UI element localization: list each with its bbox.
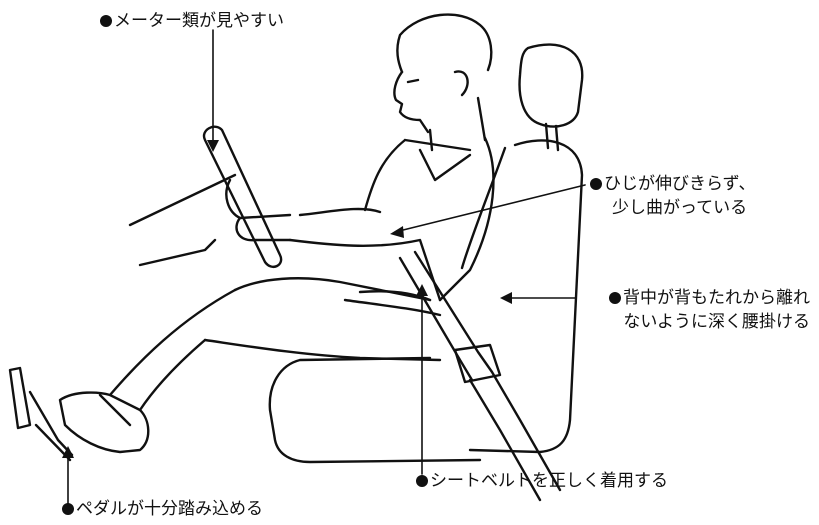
driver-shin <box>108 288 237 412</box>
driver-upper-arm <box>288 207 442 302</box>
callout-elbow-line1: ひじが伸びきらず、 <box>604 174 756 194</box>
bullet-dot <box>416 475 428 487</box>
callout-back-line2: ないように深く腰掛ける <box>623 312 810 332</box>
headrest-posts <box>544 122 560 152</box>
driver-face <box>393 70 430 134</box>
bullet-dot <box>62 503 74 515</box>
driver-pant-hem <box>98 393 132 427</box>
callout-elbow: ひじが伸びきらず、 少し曲がっている <box>590 172 755 220</box>
bullet-dot <box>100 15 112 27</box>
callout-seatbelt-text: シートベルトを正しく着用する <box>430 471 668 491</box>
arrow-back <box>500 292 512 304</box>
leader-elbow <box>394 184 586 233</box>
callout-seatbelt: シートベルトを正しく着用する <box>416 469 668 493</box>
driver-torso <box>363 136 495 302</box>
callout-pedal: ペダルが十分踏み込める <box>62 497 263 521</box>
seatbelt-buckle <box>453 343 502 384</box>
seatbelt <box>398 250 562 502</box>
arrow-seatbelt <box>416 284 428 296</box>
jacket-collar <box>418 148 472 182</box>
driver-hair <box>396 13 493 74</box>
seat-back <box>460 139 584 454</box>
arrow-pedal <box>62 446 74 458</box>
seat-headrest <box>518 43 584 128</box>
dashboard <box>128 173 237 267</box>
callout-elbow-line2: 少し曲がっている <box>612 198 748 218</box>
lap-belt <box>343 290 442 317</box>
driver-eye <box>406 78 420 84</box>
steering-wheel <box>202 125 283 269</box>
arrow-meters <box>207 140 219 152</box>
arrow-elbow <box>390 226 404 238</box>
bullet-dot <box>609 292 621 304</box>
callout-back: 背中が背もたれから離れ ないように深く腰掛ける <box>570 286 810 334</box>
callout-meters: メーター類が見やすい <box>100 9 284 33</box>
bullet-dot <box>590 178 602 190</box>
driver-ear <box>453 70 469 97</box>
callout-back-line1: 背中が背もたれから離れ <box>623 288 810 308</box>
callout-pedal-text: ペダルが十分踏み込める <box>76 499 263 519</box>
driver-shoe <box>58 391 150 454</box>
driver-neck <box>428 96 487 152</box>
callout-meters-text: メーター類が見やすい <box>114 11 284 31</box>
driver-thigh <box>203 277 442 362</box>
seat-cushion <box>268 356 482 464</box>
